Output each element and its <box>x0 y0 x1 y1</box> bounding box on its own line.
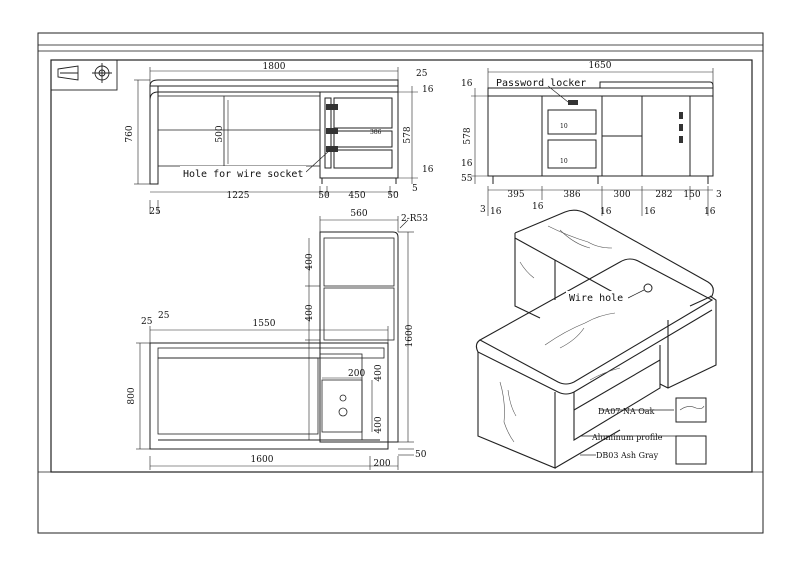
plan-bottom-width: 1600 <box>251 455 274 465</box>
legend-swatch-oak <box>675 397 707 423</box>
back-drawer-num-b: 10 <box>560 158 568 165</box>
front-cabinet-width: 450 <box>348 191 365 201</box>
wire-socket-icon <box>679 112 683 143</box>
isometric-view: Wire hole DA07 NA Oak Aluminum profile D… <box>475 209 717 469</box>
back-top-thickness: 16 <box>461 79 473 89</box>
plan-seg-a: 400 <box>305 253 315 270</box>
front-panel-gap: 50 <box>318 191 330 201</box>
back-edge-c: 16 <box>532 202 544 212</box>
projection-symbol-icon <box>50 59 118 91</box>
legend-label-aluminum: Aluminum profile <box>591 433 663 442</box>
front-top-offset: 25 <box>416 69 428 79</box>
lock-icon <box>338 394 348 417</box>
back-edge-a: 3 <box>480 205 486 215</box>
back-seg-c: 150 <box>683 190 700 200</box>
front-width-total: 1800 <box>263 62 286 72</box>
front-cabinet-height: 578 <box>403 126 413 143</box>
legend-label-oak: DA07 NA Oak <box>598 407 655 416</box>
front-view: 1800 25 760 16 578 16 5 1225 50 450 50 2… <box>125 62 434 217</box>
front-inner-height: 500 <box>215 125 225 142</box>
front-left-span: 1225 <box>227 191 250 201</box>
back-width-total: 1650 <box>589 61 612 71</box>
plan-seg-b: 400 <box>305 304 315 321</box>
sheet-frame <box>37 32 764 534</box>
wire-socket-hole-label: Hole for wire socket <box>183 169 303 180</box>
back-edge-e: 16 <box>644 207 656 217</box>
front-top-thickness: 16 <box>422 85 434 95</box>
plan-bottom-right: 50 <box>415 450 427 460</box>
wood-grain-pattern <box>499 225 621 443</box>
plan-seg-c: 400 <box>374 364 384 381</box>
legend: DA07 NA Oak Aluminum profile DB03 Ash Gr… <box>580 397 707 465</box>
back-edge-d: 16 <box>600 207 612 217</box>
legend-label-ash: DB03 Ash Gray <box>596 451 659 460</box>
plan-offset-a: 25 <box>141 317 153 327</box>
front-height-total: 760 <box>125 125 135 142</box>
back-height: 578 <box>463 127 473 144</box>
back-bottom-gap: 55 <box>461 174 473 184</box>
back-seg-b: 282 <box>655 190 672 200</box>
plan-depth: 800 <box>127 387 137 404</box>
back-seg-left: 395 <box>507 190 524 200</box>
back-seg-d: 3 <box>716 190 722 200</box>
plan-desk-length: 1550 <box>253 319 276 329</box>
plan-view: 560 2-R53 400 400 400 400 1600 1550 25 2… <box>127 209 428 470</box>
plan-return-width: 560 <box>350 209 367 219</box>
plan-return-length: 1600 <box>405 324 415 347</box>
back-mid-gap: 16 <box>461 159 473 169</box>
oak-grain-icon <box>679 405 705 411</box>
front-drawer-inner: 386 <box>370 129 382 136</box>
back-view: 1650 Password locker 16 578 16 55 395 38… <box>461 61 722 217</box>
plan-bottom-gap: 200 <box>373 459 390 469</box>
back-edge-f: 16 <box>704 207 716 217</box>
front-foot-height: 5 <box>412 184 418 194</box>
plan-corner-note: 2-R53 <box>401 214 428 224</box>
password-locker-label: Password locker <box>496 78 586 89</box>
wire-hole-label: Wire hole <box>569 293 623 304</box>
back-drawer-num-a: 10 <box>560 123 568 130</box>
back-edge-b: 16 <box>490 207 502 217</box>
plan-inner-dim: 200 <box>348 369 365 379</box>
legend-swatch-ash <box>675 435 707 465</box>
back-seg-a: 300 <box>613 190 630 200</box>
front-panel-width: 25 <box>149 207 161 217</box>
wire-hole-icon <box>643 283 653 293</box>
plan-seg-d: 400 <box>374 416 384 433</box>
password-locker-icon <box>568 100 578 105</box>
front-bottom-gap: 16 <box>422 165 434 175</box>
plan-offset-b: 25 <box>158 311 170 321</box>
wire-socket-icon <box>326 104 338 152</box>
front-cabinet-right: 50 <box>387 191 399 201</box>
back-seg-drawer: 386 <box>563 190 580 200</box>
